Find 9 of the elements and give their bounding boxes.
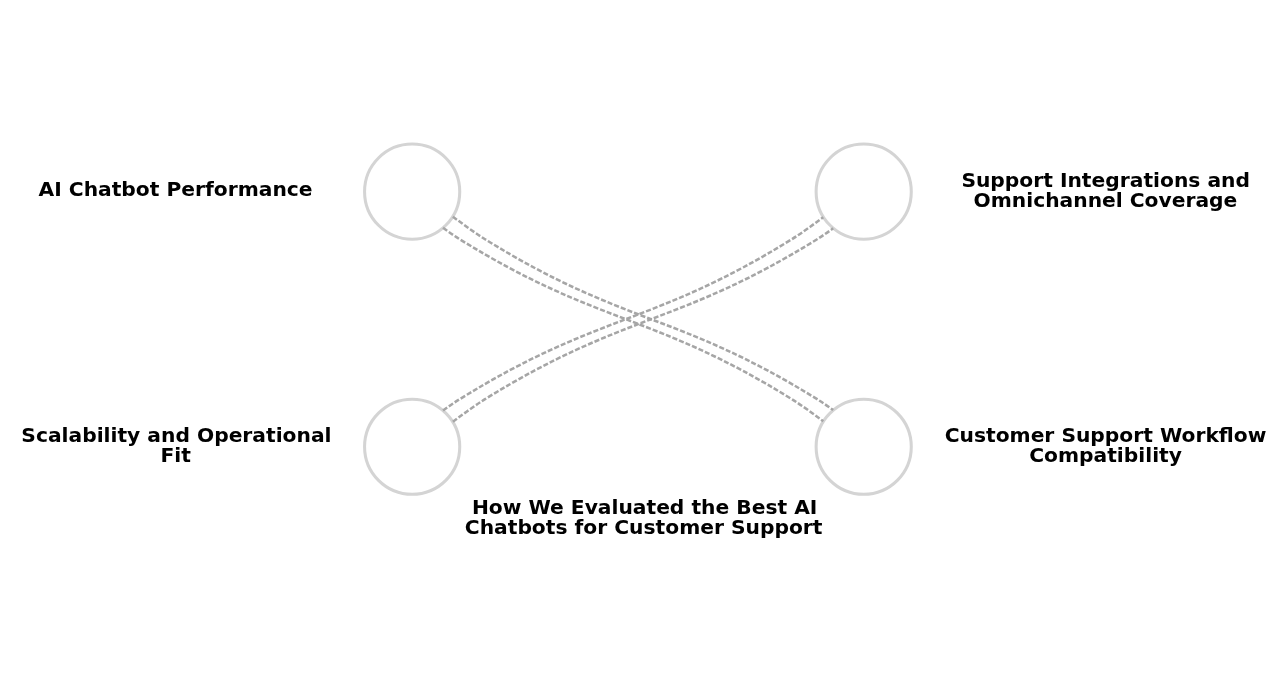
node-label: Support Integrations and Omnichannel Coverage [961, 167, 1250, 212]
node-circle [363, 397, 462, 496]
node-circle [814, 142, 913, 241]
node-circle [814, 397, 913, 496]
node-label: Customer Support Workflow Compatibility [944, 422, 1267, 467]
node-label: AI Chatbot Performance [38, 176, 313, 201]
node-circle [363, 142, 462, 241]
node-label: Scalability and Operational Fit [21, 422, 332, 467]
diagram-title: How We Evaluated the Best AI Chatbots for Customer Support [464, 494, 823, 539]
